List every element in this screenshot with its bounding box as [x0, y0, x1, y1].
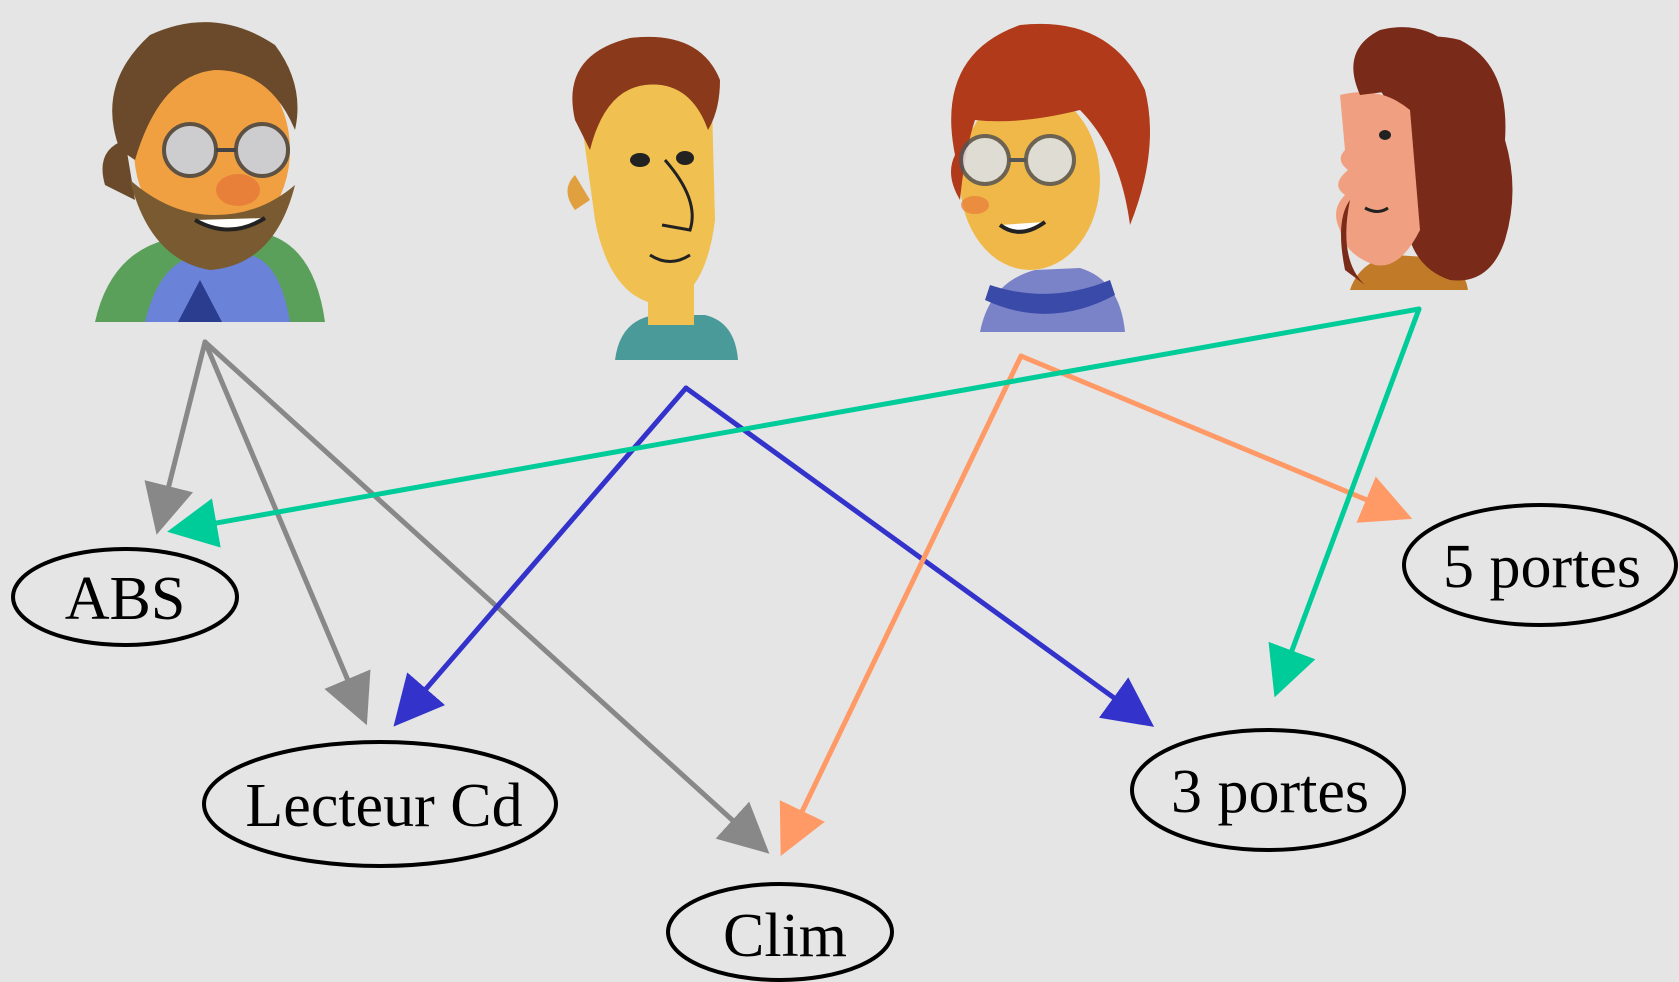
bearded-man-with-glasses-portrait: [95, 22, 325, 322]
feature-node-clim: Clim: [666, 882, 894, 982]
feature-label: 5 portes: [1443, 533, 1641, 601]
feature-ellipse: [1402, 503, 1678, 627]
edge-man-young-trois-portes: [683, 385, 1155, 727]
feature-node-abs: ABS: [11, 547, 239, 647]
people-layer: [95, 22, 1513, 360]
feature-node-trois-portes: 3 portes: [1130, 728, 1406, 852]
woman-with-glasses-portrait: [951, 23, 1150, 332]
feature-node-lecteur-cd: Lecteur Cd: [202, 740, 558, 868]
feature-label: Clim: [723, 902, 847, 970]
edge-woman-profile-abs: [167, 306, 1422, 548]
edge-woman-glasses-clim: [779, 353, 1024, 857]
edge-man-beard-abs: [144, 339, 208, 535]
edge-woman-glasses-cinq-portes: [1018, 353, 1413, 523]
feature-label: 3 portes: [1171, 758, 1369, 826]
feature-label: Lecteur Cd: [245, 772, 522, 840]
feature-node-cinq-portes: 5 portes: [1402, 503, 1678, 627]
edge-man-beard-lecteur-cd: [202, 339, 371, 726]
edge-woman-profile-trois-portes: [1268, 306, 1422, 698]
young-man-portrait: [567, 36, 738, 360]
feature-ellipse: [666, 882, 894, 982]
edge-man-beard-clim: [202, 339, 770, 854]
features-layer: ABS Lecteur Cd Clim 3 portes 5 portes: [11, 503, 1678, 982]
woman-profile-portrait: [1336, 27, 1513, 290]
feature-ellipse: [202, 740, 558, 868]
feature-ellipse: [1130, 728, 1406, 852]
feature-label: ABS: [65, 565, 186, 633]
edge-man-young-lecteur-cd: [393, 385, 689, 727]
feature-ellipse: [11, 547, 239, 647]
edges-layer: [144, 306, 1422, 857]
